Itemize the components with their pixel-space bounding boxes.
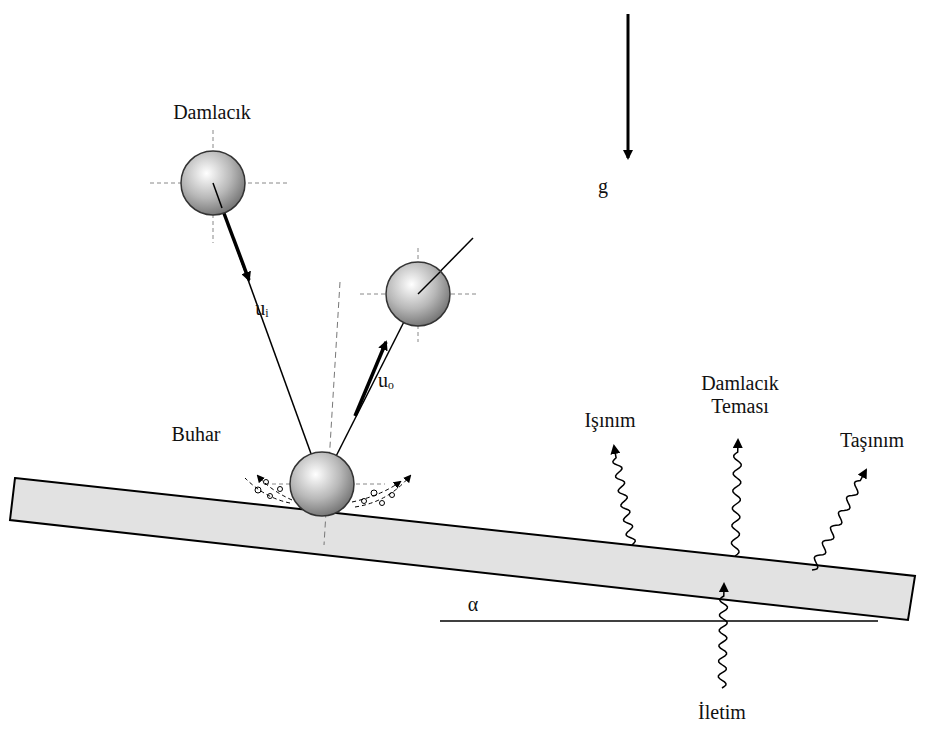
velocity-label: uₒ (378, 369, 394, 392)
wavy-arrow (732, 440, 742, 556)
velocity-label: uᵢ (255, 297, 268, 320)
crosshair (150, 130, 478, 484)
wavy-arrow (812, 470, 866, 570)
radiation-label: Işınım (584, 409, 635, 432)
vapour (245, 476, 410, 507)
contact-label: Damlacık Teması (680, 372, 800, 418)
gravity-arrow (627, 14, 630, 158)
inclined-plate (10, 478, 915, 620)
wavy-arrow (613, 446, 635, 545)
droplet (181, 151, 245, 215)
conduction-label: İletim (698, 701, 746, 724)
heat-flux-arrows (613, 440, 866, 688)
wavy-arrow (718, 584, 727, 688)
convection-label: Taşınım (840, 429, 904, 452)
droplet-label: Damlacık (173, 101, 251, 124)
droplet (290, 452, 354, 516)
droplet (386, 262, 450, 326)
incoming-path (213, 183, 322, 484)
incoming-velocity (222, 208, 249, 280)
vapour-label: Buhar (172, 423, 221, 446)
horizontal-line (440, 620, 878, 622)
angle-label: α (468, 593, 478, 616)
gravity-label: g (598, 175, 608, 198)
